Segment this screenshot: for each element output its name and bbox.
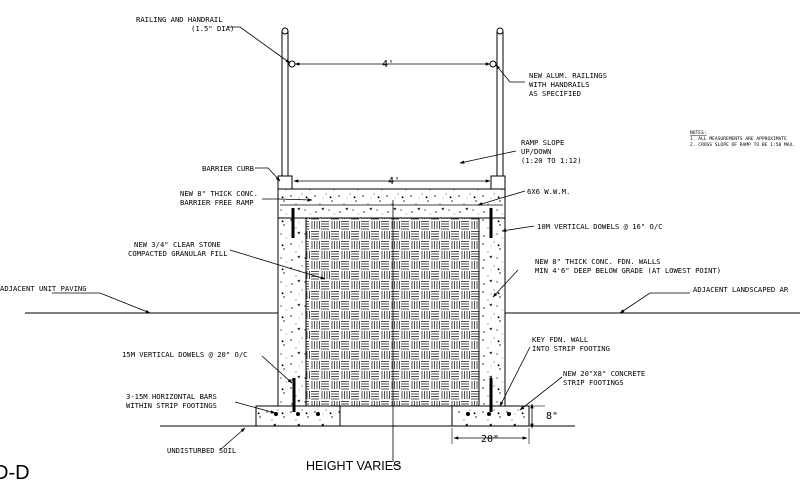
section-id-label: D-D (0, 462, 30, 482)
dowels (291, 208, 493, 412)
new-alum-label-2: WITH HANDRAILS (529, 80, 590, 89)
adj-landscaped-label: ADJACENT LANDSCAPED AR (693, 285, 789, 294)
fdn-walls-label-1: NEW 8" THICK CONC. FDN. WALLS (535, 257, 661, 266)
notes-line-1: 1. ALL MEASUREMENTS ARE APPROXIMATE (690, 136, 787, 142)
railing-handrail-label-2: (1.5" DIA) (191, 24, 234, 33)
adj-unit-paving-label: ADJACENT UNIT PAVING (0, 284, 87, 293)
clear-stone-label-1: NEW 3/4" CLEAR STONE (134, 240, 221, 249)
height-varies-label: HEIGHT VARIES (306, 459, 401, 473)
key-fdn-label-2: INTO STRIP FOOTING (532, 344, 610, 353)
ramp-slab (277, 188, 506, 219)
barrier-curb-left (277, 175, 293, 190)
railing-handrail-label-1: RAILING AND HANDRAIL (136, 15, 223, 24)
horiz-bars-label-1: 3-15M HORIZONTAL BARS (126, 392, 217, 401)
dowels-10m-label: 10M VERTICAL DOWELS @ 16" O/C (537, 222, 663, 231)
fdn-wall-right (478, 217, 506, 407)
barrier-curb-right (490, 175, 506, 190)
conc-ramp-label-1: NEW 8" THICK CONC. (180, 189, 258, 198)
ramp-slope-label-2: UP/DOWN (521, 147, 551, 156)
strip-footings-label-1: NEW 20"X8" CONCRETE (563, 369, 645, 378)
clear-stone-label-2: COMPACTED GRANULAR FILL (128, 249, 228, 258)
wwm-label: 6X6 W.W.M. (527, 187, 570, 196)
clear-stone-fill (305, 217, 480, 407)
ramp-width-label: 4' (388, 176, 400, 187)
fdn-wall-left (277, 217, 307, 407)
horiz-bars-label-2: WITHIN STRIP FOOTINGS (126, 401, 217, 410)
notes-line-2: 2. CROSS SLOPE OF RAMP TO BE 1:50 MAX. (690, 142, 795, 148)
footing-height-label: 8" (546, 411, 558, 422)
railing-width-label: 4' (382, 59, 394, 70)
key-fdn-label-1: KEY FDN. WALL (532, 335, 588, 344)
conc-ramp-label-2: BARRIER FREE RAMP (180, 198, 254, 207)
fdn-walls-label-2: MIN 4'6" DEEP BELOW GRADE (AT LOWEST POI… (535, 266, 721, 275)
undisturbed-soil-label: UNDISTURBED SOIL (167, 446, 236, 455)
leader-lines (52, 26, 690, 467)
new-alum-label-3: AS SPECIFIED (529, 89, 581, 98)
notes-title: NOTES: (690, 130, 707, 136)
dowels-15m-label: 15M VERTICAL DOWELS @ 20" O/C (122, 350, 248, 359)
footing-width-label: 20" (481, 434, 499, 445)
barrier-curb-label: BARRIER CURB (202, 164, 254, 173)
ramp-slope-label-1: RAMP SLOPE (521, 138, 564, 147)
ramp-slope-label-3: (1:20 TO 1:12) (521, 156, 582, 165)
new-alum-label-1: NEW ALUM. RAILINGS (529, 71, 607, 80)
strip-footings-label-2: STRIP FOOTINGS (563, 378, 624, 387)
railing-left (281, 27, 296, 176)
dim-extension-lines (451, 405, 545, 444)
railing-right (489, 27, 504, 176)
